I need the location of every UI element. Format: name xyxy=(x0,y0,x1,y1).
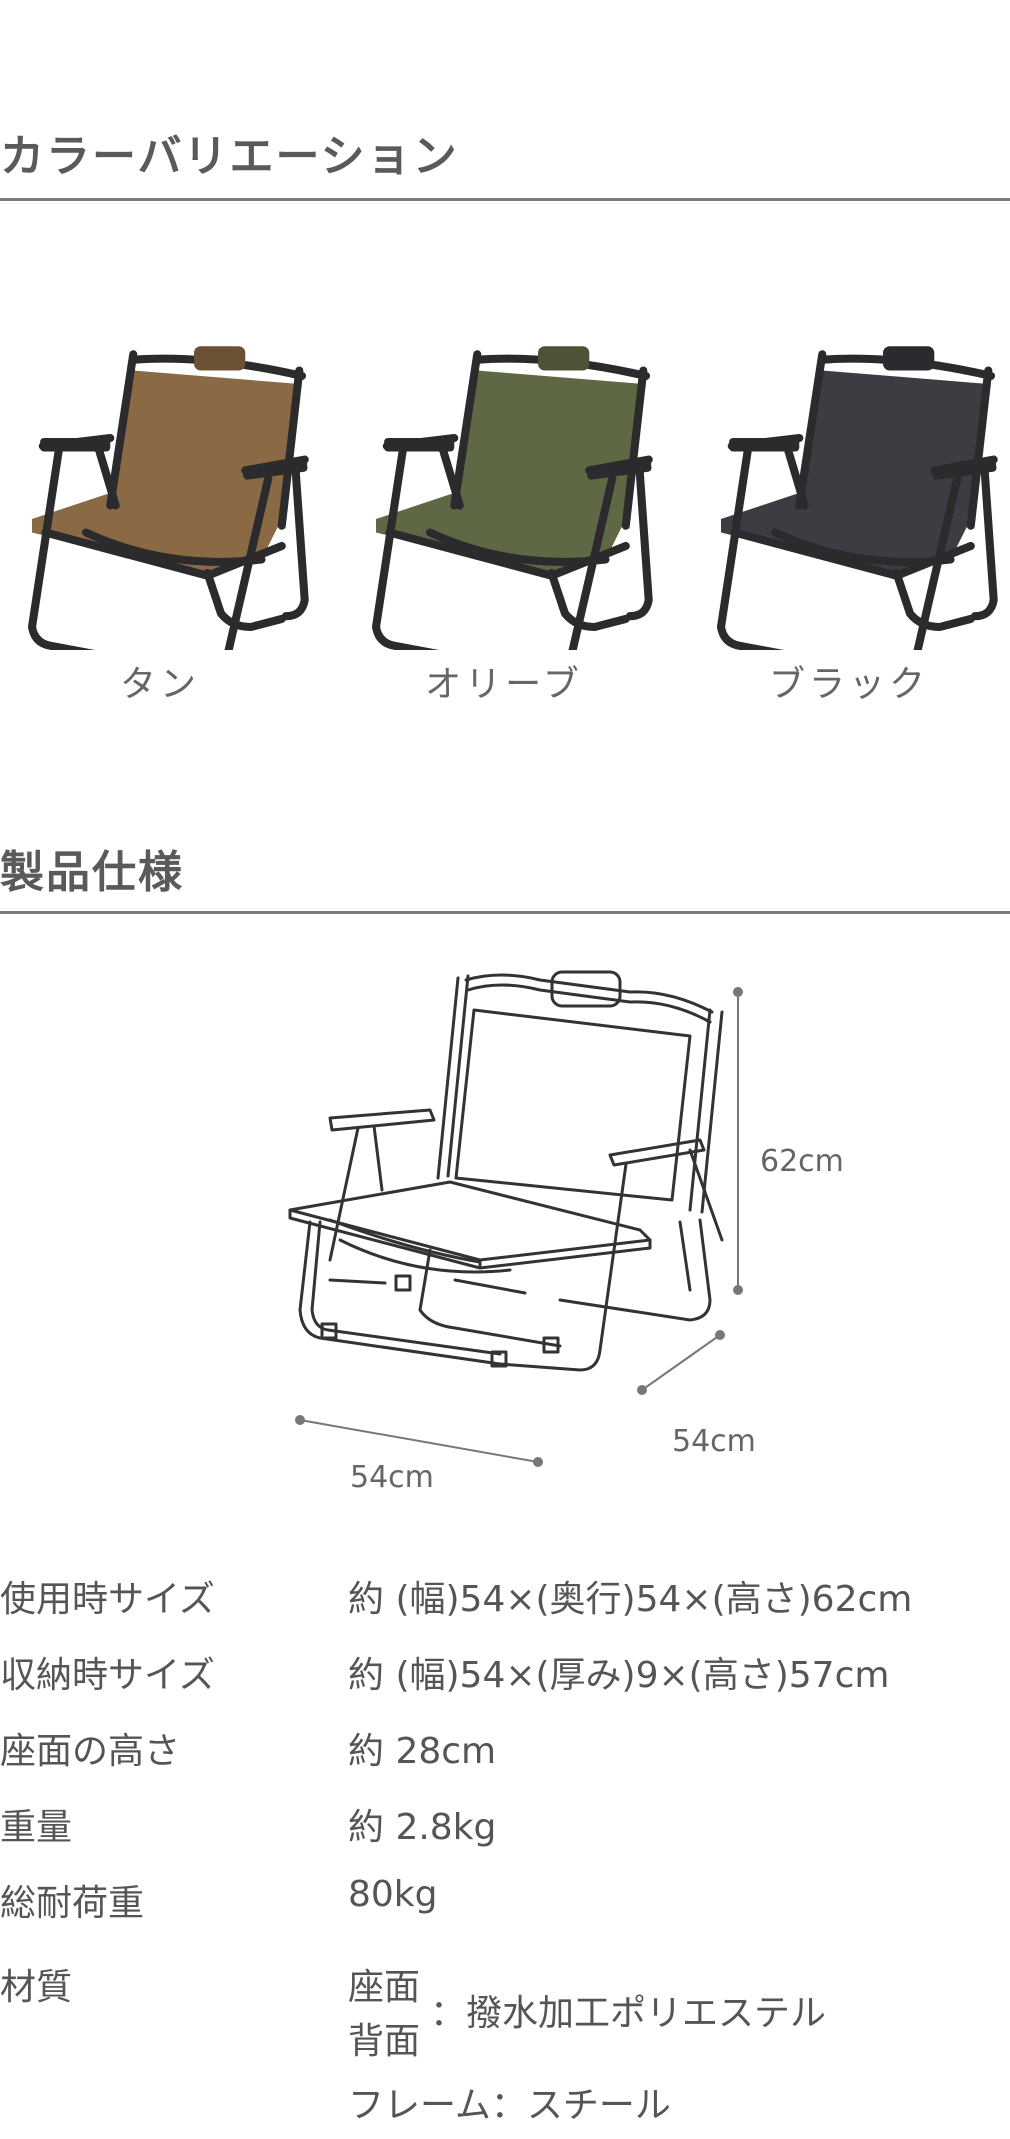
section-divider xyxy=(0,911,1010,914)
chair-dimension-diagram xyxy=(288,970,743,1467)
variant-black: ブラック xyxy=(684,270,1010,710)
variant-tan: タン xyxy=(0,270,325,710)
color-variations-title: カラーバリエーション xyxy=(0,131,459,182)
material-fabric-desc: ：撥水加工ポリエステル xyxy=(430,1993,827,2034)
dimension-depth-label: 54cm xyxy=(672,1424,756,1459)
spec-row-material: 材質 座面 背面 ：撥水加工ポリエステル フレーム：スチール xyxy=(0,1958,1010,2139)
spec-value: 約 (幅)54×(厚み)9×(高さ)57cm xyxy=(348,1655,890,1696)
spec-value: 約 2.8kg xyxy=(348,1807,497,1848)
spec-label: 収納時サイズ xyxy=(0,1655,215,1696)
spec-value: 80kg xyxy=(348,1874,438,1915)
chair-image-tan xyxy=(27,346,309,650)
chair-image-black xyxy=(716,346,998,650)
dimension-height-label: 62cm xyxy=(760,1144,844,1179)
material-seat-label: 座面 xyxy=(348,1967,421,2008)
spec-label: 重量 xyxy=(0,1807,73,1848)
chair-image-olive xyxy=(371,346,653,650)
spec-label: 座面の高さ xyxy=(0,1731,181,1772)
variant-label-olive: オリーブ xyxy=(425,664,583,705)
section-divider xyxy=(0,198,1010,201)
material-back-label: 背面 xyxy=(348,2021,421,2062)
variant-label-tan: タン xyxy=(119,664,200,705)
material-frame: フレーム：スチール xyxy=(348,2085,671,2126)
spec-label: 使用時サイズ xyxy=(0,1579,215,1620)
product-spec-title: 製品仕様 xyxy=(0,847,184,898)
spec-label: 材質 xyxy=(0,1967,73,2008)
variant-label-black: ブラック xyxy=(768,664,929,705)
dimension-width-label: 54cm xyxy=(350,1460,434,1495)
spec-value: 約 28cm xyxy=(348,1731,497,1772)
variant-olive: オリーブ xyxy=(339,270,669,710)
spec-value: 約 (幅)54×(奥行)54×(高さ)62cm xyxy=(348,1579,913,1620)
spec-label: 総耐荷重 xyxy=(0,1883,145,1924)
